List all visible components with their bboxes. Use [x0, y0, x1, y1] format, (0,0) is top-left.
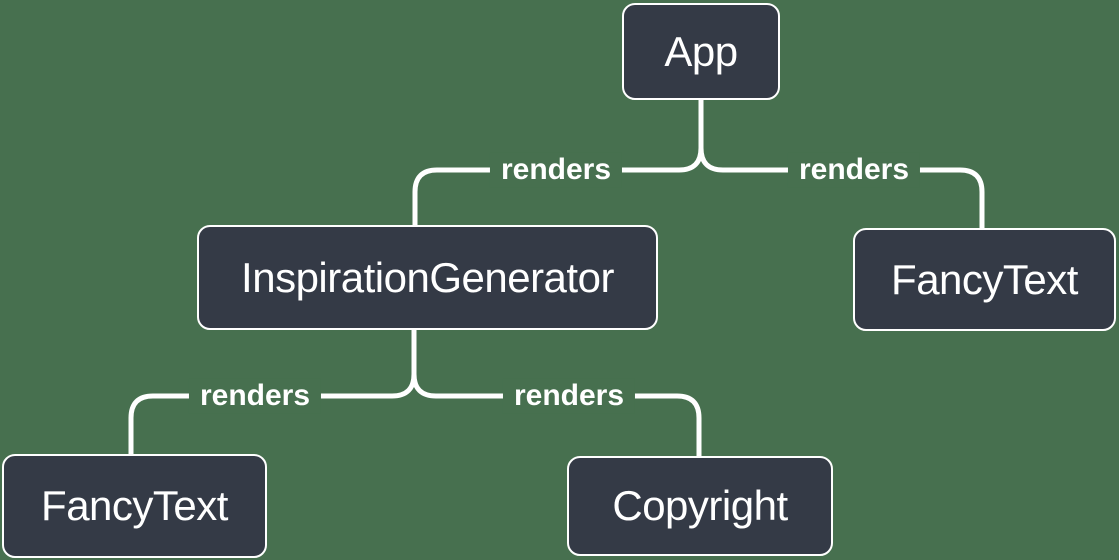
node-fancy-text-top-right-label: FancyText: [891, 255, 1078, 303]
edge-label-renders-app-fancytext: renders: [787, 152, 921, 188]
edge-label-renders-app-inspirationgenerator: renders: [489, 152, 623, 188]
node-copyright-label: Copyright: [612, 482, 788, 529]
node-inspiration-generator: InspirationGenerator: [197, 225, 658, 330]
node-fancy-text-bottom-left-label: FancyText: [41, 482, 228, 529]
node-fancy-text-top-right: FancyText: [853, 228, 1116, 331]
node-copyright: Copyright: [567, 456, 833, 556]
node-fancy-text-bottom-left: FancyText: [2, 454, 267, 558]
edge-label-renders-inspirationgenerator-copyright: renders: [502, 378, 636, 414]
node-app-label: App: [664, 27, 738, 75]
node-inspiration-generator-label: InspirationGenerator: [241, 253, 614, 301]
node-app: App: [622, 3, 780, 100]
edge-label-renders-inspirationgenerator-fancytext: renders: [188, 378, 322, 414]
